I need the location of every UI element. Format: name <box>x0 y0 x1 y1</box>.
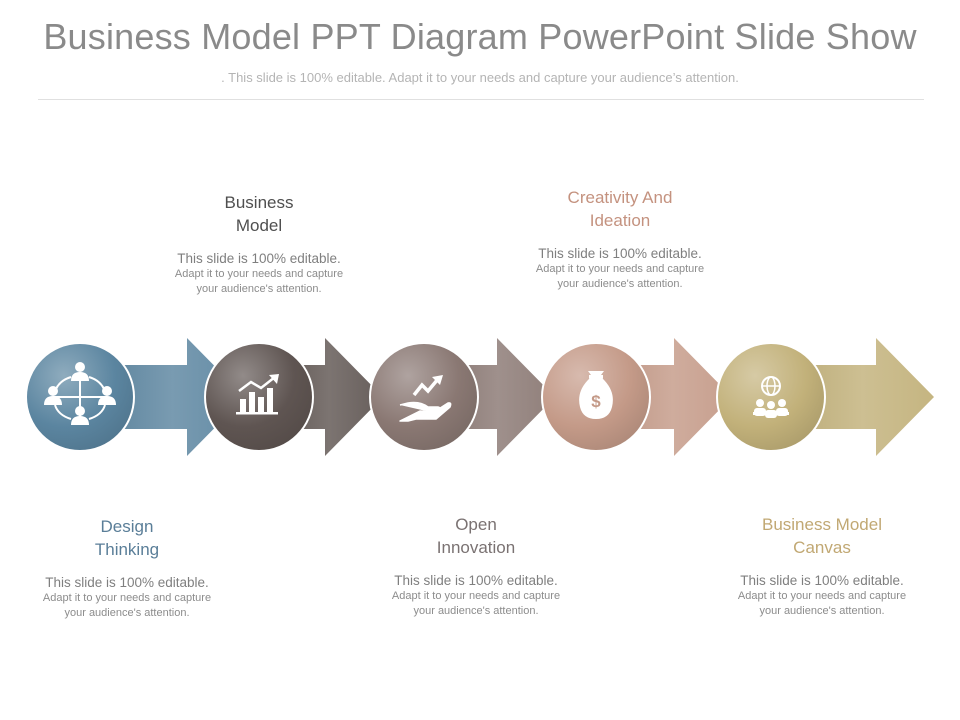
stage-1-heading: Design Thinking <box>94 517 160 559</box>
stage-4-heading: Creativity And Ideation <box>567 188 673 230</box>
stage-5-body: Adapt it to your needs and capture your … <box>737 590 907 617</box>
team-network-icon <box>44 362 116 425</box>
stage-5-heading: Business Model Canvas <box>761 515 882 557</box>
stage-3-circle <box>371 344 477 450</box>
stage-2-heading: Business Model <box>224 193 294 235</box>
stage-4-body: Adapt it to your needs and capture your … <box>535 263 705 290</box>
stage-3-lead: This slide is 100% editable. <box>394 573 558 588</box>
global-team-icon <box>753 376 789 418</box>
money-bag-icon: $ <box>579 371 613 419</box>
bar-chart-growth-icon <box>236 374 279 415</box>
stage-2-body: Adapt it to your needs and capture your … <box>174 268 344 295</box>
stage-1-lead: This slide is 100% editable. <box>45 575 209 590</box>
title-divider <box>38 99 924 100</box>
stage-5-lead: This slide is 100% editable. <box>740 573 904 588</box>
slide-title: Business Model PPT Diagram PowerPoint Sl… <box>43 16 917 57</box>
stage-5-circle <box>718 344 824 450</box>
stage-3-body: Adapt it to your needs and capture your … <box>391 590 561 617</box>
svg-text:$: $ <box>591 392 601 411</box>
stage-1-body: Adapt it to your needs and capture your … <box>42 592 212 619</box>
stage-2-lead: This slide is 100% editable. <box>177 251 341 266</box>
slide-subtitle: . This slide is 100% editable. Adapt it … <box>221 70 739 85</box>
hand-growth-icon <box>399 375 452 422</box>
stage-4-lead: This slide is 100% editable. <box>538 246 702 261</box>
stage-3-heading: Open Innovation <box>436 515 516 557</box>
